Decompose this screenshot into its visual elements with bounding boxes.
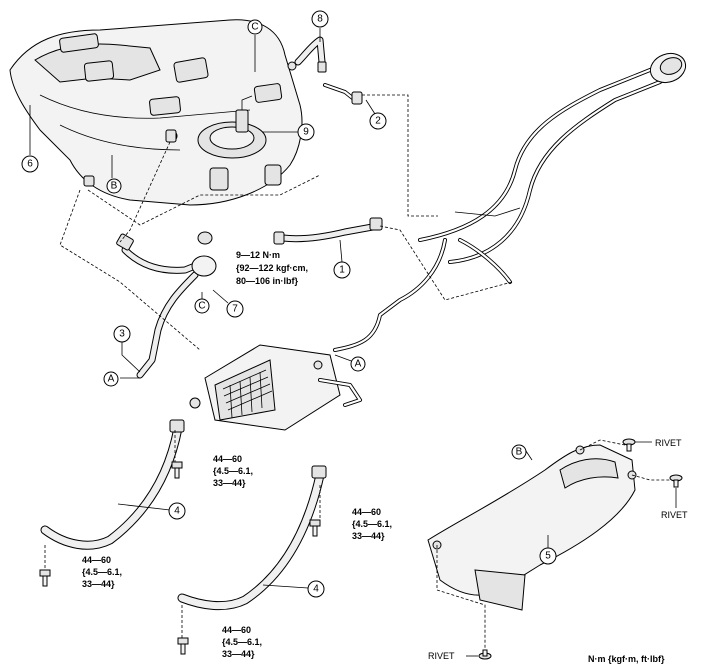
fuel-connector: [323, 83, 363, 105]
callout-number: 2: [375, 116, 381, 127]
ref-C-hose: C: [194, 298, 210, 314]
ref-letter: C: [198, 301, 205, 312]
breather-hose: [287, 36, 327, 73]
rivets: [478, 438, 683, 660]
torque-line: 33—44}: [213, 478, 246, 488]
bolt-icon: [171, 461, 183, 479]
torque-spec-7: 9—12 N·m {92—122 kgf·cm, 80—106 in·lbf}: [236, 250, 308, 286]
torque-line: 9—12 N·m: [236, 250, 280, 260]
torque-line: {92—122 kgf·cm,: [236, 263, 308, 273]
ref-letter: A: [108, 374, 115, 385]
callout-5: 5: [539, 547, 557, 565]
torque-line: {4.5—6.1,: [352, 519, 392, 529]
ref-letter: B: [111, 181, 118, 192]
fuel-tank-under-cover: [427, 444, 637, 611]
callout-7: 7: [226, 300, 244, 318]
callout-number: 8: [317, 14, 323, 25]
torque-line: 44—60: [352, 507, 381, 517]
torque-line: {4.5—6.1,: [213, 466, 253, 476]
fuel-tank-strap-left: [40, 419, 185, 550]
ref-B-tank: B: [106, 178, 122, 194]
torque-line: 33—44}: [222, 649, 255, 659]
callout-3: 3: [113, 325, 131, 343]
ref-letter: A: [355, 359, 362, 370]
callout-number: 3: [119, 329, 125, 340]
fuel-tank-strap-right: [177, 465, 327, 611]
strap-bolts: [39, 461, 321, 655]
torque-spec-strap-bottom: 44—60 {4.5—6.1, 33—44}: [222, 625, 262, 659]
torque-spec-strap-bottom-left: 44—60 {4.5—6.1, 33—44}: [82, 555, 122, 589]
rivet-icon: [669, 474, 683, 488]
torque-line: 80—106 in·lbf}: [236, 276, 299, 286]
ref-A-hose: A: [103, 371, 119, 387]
rivet-icon: [622, 438, 636, 452]
charcoal-canister: [189, 344, 362, 431]
vent-hose: [83, 129, 217, 379]
callout-4-left: 4: [168, 502, 186, 520]
callout-number: 7: [232, 304, 238, 315]
torque-spec-strap-top-left: 44—60 {4.5—6.1, 33—44}: [213, 454, 253, 488]
callout-2: 2: [369, 112, 387, 130]
torque-line: {4.5—6.1,: [222, 637, 262, 647]
torque-line: 44—60: [222, 625, 251, 635]
rivet-label: RIVET: [661, 510, 688, 520]
dashed-guides: [44, 94, 670, 650]
callout-1: 1: [333, 261, 351, 279]
ref-letter: C: [251, 22, 258, 33]
callout-8: 8: [311, 10, 329, 28]
torque-line: 33—44}: [352, 531, 385, 541]
evaporative-hose: [273, 217, 383, 245]
bolt-icon: [309, 519, 321, 537]
torque-line: 33—44}: [82, 579, 115, 589]
callout-6: 6: [21, 155, 39, 173]
torque-spec-strap-right: 44—60 {4.5—6.1, 33—44}: [352, 507, 392, 541]
callout-9: 9: [297, 123, 315, 141]
leader-lines: [29, 28, 677, 657]
torque-line: 44—60: [82, 555, 111, 565]
rivet-icon: [478, 649, 492, 660]
ref-C-tank: C: [247, 19, 263, 35]
ref-letter: B: [516, 447, 523, 458]
bolt-icon: [39, 569, 51, 587]
torque-line: {4.5—6.1,: [82, 567, 122, 577]
torque-line: 44—60: [213, 454, 242, 464]
ref-A-canister: A: [350, 356, 366, 372]
bolt-icon: [177, 637, 189, 655]
ref-B-cover: B: [511, 444, 527, 460]
callout-number: 5: [545, 551, 551, 562]
units-note: N·m {kgf·m, ft·lbf}: [588, 654, 665, 664]
fuel-tank: [9, 19, 303, 206]
callout-number: 4: [313, 584, 319, 595]
rivet-label: RIVET: [428, 651, 455, 661]
fuel-filler-pipe: [418, 52, 687, 284]
callout-4-right: 4: [307, 580, 325, 598]
callout-number: 9: [303, 127, 309, 138]
callout-number: 4: [174, 506, 180, 517]
fuel-pump-unit: [235, 95, 253, 133]
rivet-label: RIVET: [655, 438, 682, 448]
canister-line: [333, 238, 447, 352]
callout-number: 1: [339, 265, 345, 276]
callout-number: 6: [27, 159, 33, 170]
